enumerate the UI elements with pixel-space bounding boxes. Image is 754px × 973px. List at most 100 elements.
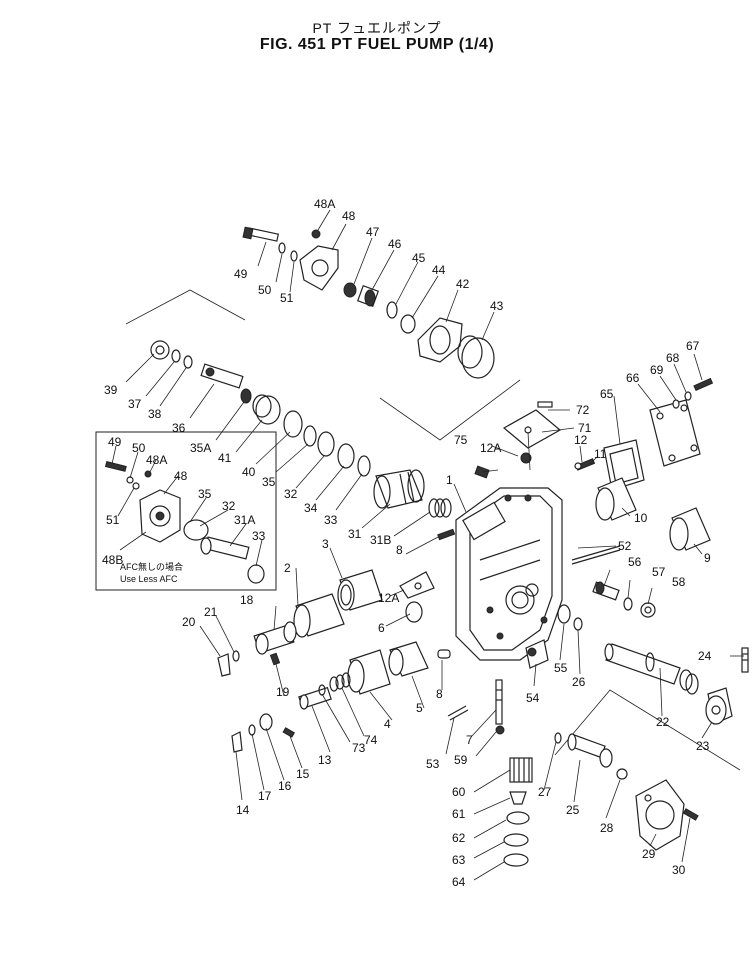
shaft-22	[604, 643, 699, 695]
part-label: 31B	[370, 533, 391, 547]
housing-48-inset	[139, 489, 181, 543]
leader-lines	[111, 209, 744, 881]
washer-57	[623, 597, 633, 611]
part-label: 12	[574, 433, 588, 447]
part-label: 2	[284, 561, 291, 575]
pump-body-1	[455, 487, 563, 661]
sleeve-5	[388, 641, 429, 677]
washer-12	[574, 462, 582, 470]
part-label: 45	[412, 251, 426, 265]
washer-51	[290, 250, 298, 262]
part-label: 49	[234, 267, 248, 281]
part-label: 36	[172, 421, 186, 435]
inset-note-english: Use Less AFC	[120, 574, 178, 584]
part-label: 44	[432, 263, 446, 277]
part-label: 7	[466, 733, 473, 747]
part-label: 56	[628, 555, 642, 569]
part-label: 37	[128, 397, 142, 411]
part-label: 38	[148, 407, 162, 421]
part-label: 22	[656, 715, 670, 729]
valve-56	[592, 581, 620, 601]
washer-51-inset	[132, 482, 140, 490]
part-label: 27	[538, 785, 552, 799]
part-label: 61	[452, 807, 466, 821]
reference-outline	[379, 379, 521, 441]
o-ring-27	[554, 732, 562, 744]
spring-31b	[428, 498, 452, 518]
part-label: 68	[666, 351, 680, 365]
part-label: 47	[366, 225, 380, 239]
cover-29	[635, 779, 685, 851]
washer-68	[684, 391, 692, 401]
part-label: 48	[174, 469, 188, 483]
part-label: 67	[686, 339, 700, 353]
part-label: 32	[222, 499, 236, 513]
sleeve-4	[347, 649, 391, 695]
part-label: 69	[650, 363, 664, 377]
part-label: 54	[526, 691, 540, 705]
coupling-23	[705, 687, 733, 725]
pin-24	[741, 647, 749, 673]
shaft-36	[200, 363, 244, 389]
part-label: 51	[280, 291, 294, 305]
part-label: 48A	[146, 453, 167, 467]
part-label: 60	[452, 785, 466, 799]
part-label: 5	[416, 701, 423, 715]
part-label: 24	[698, 649, 712, 663]
ring-40	[283, 410, 303, 438]
nut-58	[640, 602, 656, 618]
ring-16	[259, 713, 273, 731]
pin-8-lower	[437, 649, 451, 659]
part-label: 73	[352, 741, 366, 755]
part-label: 19	[276, 685, 290, 699]
part-label: 3	[322, 537, 329, 551]
pin-7	[495, 679, 503, 725]
part-label: 62	[452, 831, 466, 845]
part-label: 21	[204, 605, 218, 619]
spring-74	[329, 672, 351, 692]
o-ring-33-inset	[247, 564, 265, 584]
plunger-31	[373, 469, 425, 509]
part-label: 8	[436, 687, 443, 701]
spring-53	[447, 705, 469, 721]
part-label: 35	[198, 487, 212, 501]
part-label: 40	[242, 465, 256, 479]
part-label: 48	[342, 209, 356, 223]
washer-17	[248, 724, 256, 736]
washer-38	[183, 355, 193, 369]
bolt-49-inset	[104, 461, 127, 472]
o-ring-32	[317, 431, 335, 457]
part-label: 52	[618, 539, 632, 553]
part-label: 16	[278, 779, 292, 793]
sleeve-3	[337, 569, 383, 611]
shaft-18	[253, 621, 297, 655]
washer-45	[386, 301, 398, 319]
part-label: 34	[304, 501, 318, 515]
washer-69	[672, 399, 680, 409]
part-label: 46	[388, 237, 402, 251]
part-label: 20	[182, 615, 196, 629]
part-label: 39	[104, 383, 118, 397]
part-label: 1	[446, 473, 453, 487]
part-label: 50	[132, 441, 146, 455]
o-ring-44	[400, 314, 416, 334]
ball-59	[495, 725, 505, 735]
o-ring-33	[357, 455, 371, 477]
part-label: 8	[396, 543, 403, 557]
part-label: 31	[348, 527, 362, 541]
part-label: 35A	[190, 441, 211, 455]
washer-50	[278, 242, 286, 254]
part-label: 75	[454, 433, 468, 447]
part-label: 64	[452, 875, 466, 889]
inset-note-japanese: AFC無しの場合	[120, 561, 183, 572]
part-label: 17	[258, 789, 272, 803]
part-label: 25	[566, 803, 580, 817]
part-label: 48B	[102, 553, 123, 567]
part-label: 9	[704, 551, 711, 565]
nut-35a	[240, 388, 252, 404]
part-label: 28	[600, 821, 614, 835]
bolt-30	[682, 808, 699, 821]
part-label: 13	[318, 753, 332, 767]
part-label: 23	[696, 739, 710, 753]
